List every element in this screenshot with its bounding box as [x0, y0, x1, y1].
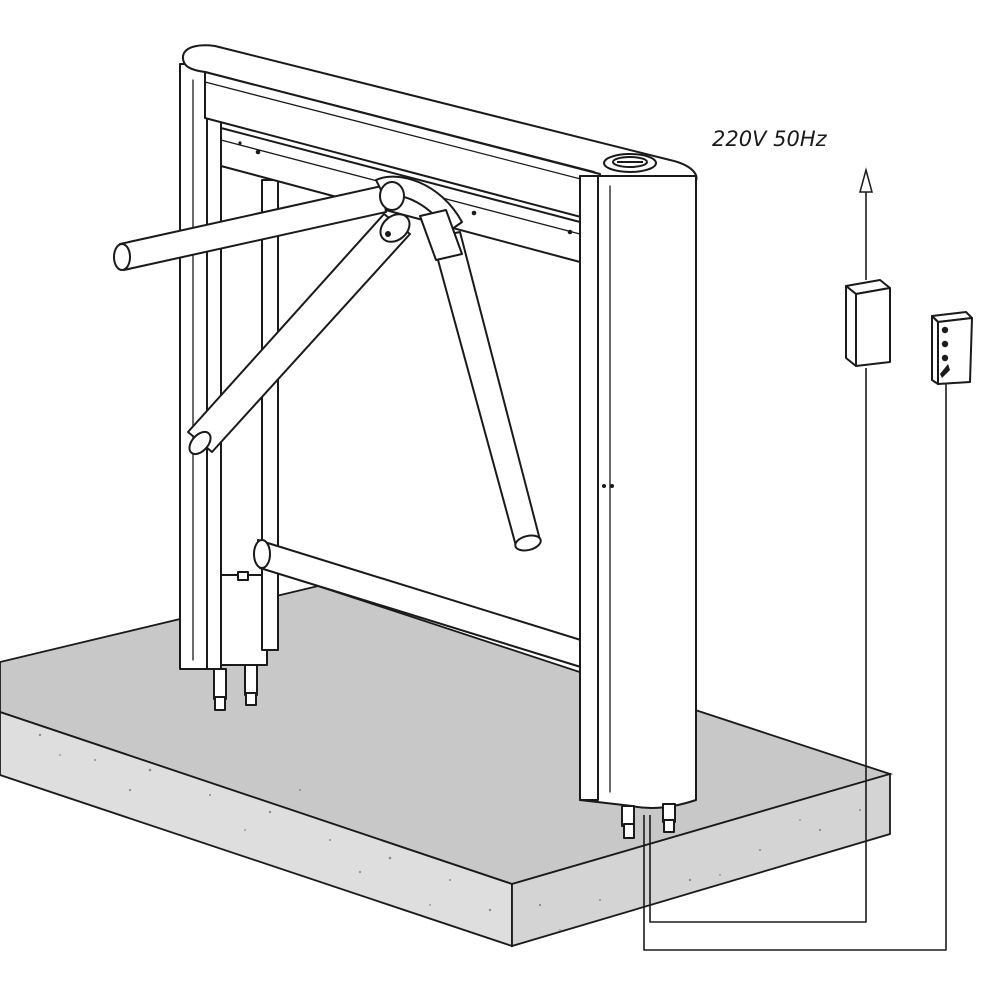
remote-control-cable [643, 384, 947, 951]
power-supply-unit [845, 279, 891, 367]
remote-button-bottom [941, 354, 949, 362]
wiring [643, 167, 947, 951]
power-cable [649, 368, 867, 923]
remote-button-middle [941, 340, 949, 348]
power-arrow-icon [859, 167, 873, 193]
power-supply-label: 220V 50Hz [712, 127, 828, 151]
concrete-speckle [38, 733, 861, 931]
tripod-arms [113, 175, 542, 552]
remote-control-panel [931, 311, 973, 385]
remote-button-top [941, 326, 949, 334]
slab-side-face [511, 772, 891, 948]
card-reader-slot-icon [603, 153, 657, 173]
remote-stop-icon [940, 364, 950, 378]
right-post [579, 175, 697, 839]
concrete-slab [0, 585, 894, 948]
